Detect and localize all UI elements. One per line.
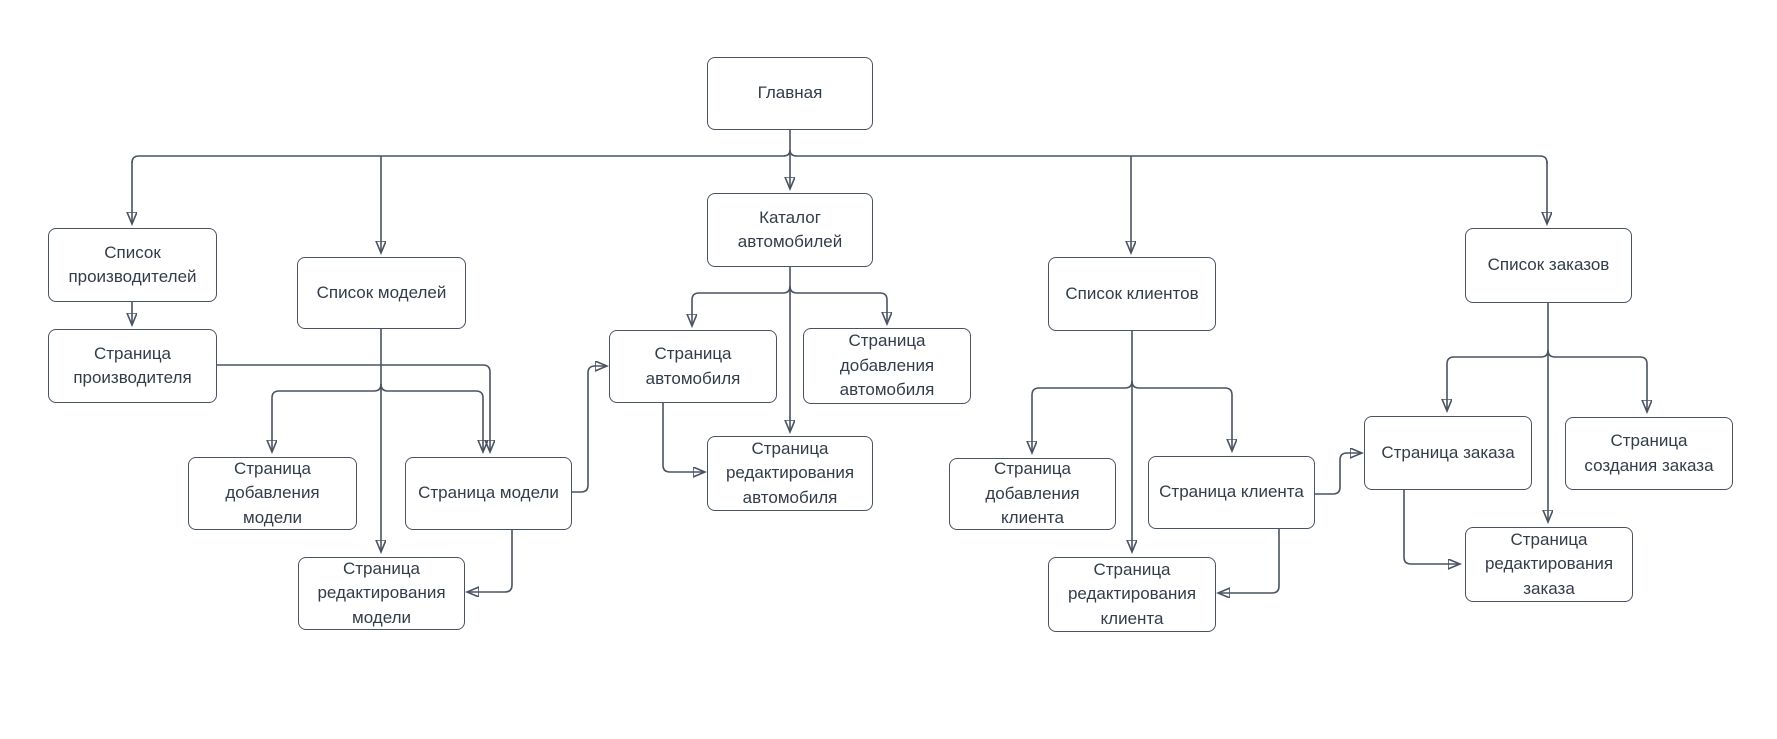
node-stranitsa-redaktirovaniya-klienta[interactable]: Страница редактирования клиента (1048, 557, 1216, 632)
node-stranitsa-zakaza[interactable]: Страница заказа (1364, 416, 1532, 490)
node-label: Главная (757, 83, 823, 103)
node-glavnaya[interactable]: Главная (707, 57, 873, 130)
edge-katalog-stranitsa-avtomobilya (692, 285, 791, 325)
node-label: Страница заказа (1381, 442, 1515, 462)
edge-bus-left (131, 149, 791, 164)
node-label: Список заказов (1487, 255, 1610, 275)
node-label: Страница редактирования автомобиля (725, 438, 855, 507)
node-stranitsa-dobavleniya-klienta[interactable]: Страница добавления клиента (949, 458, 1116, 530)
node-spisok-klientov[interactable]: Список клиентов (1048, 257, 1216, 331)
node-label: Страница редактирования заказа (1484, 529, 1614, 598)
node-label: Список моделей (316, 282, 447, 302)
edge-spisok-zakazov-stranitsa-sozdaniya-zakaza (1547, 349, 1647, 411)
node-stranitsa-dobavleniya-avtomobilya[interactable]: Страница добавления автомобиля (803, 328, 971, 404)
node-spisok-zakazov[interactable]: Список заказов (1465, 228, 1632, 303)
node-stranitsa-redaktirovaniya-avtomobilya[interactable]: Страница редактирования автомобиля (707, 436, 873, 511)
edge-stranitsa-avtomobilya-stranitsa-redaktirovaniya-avtomobilya (662, 403, 704, 472)
edge-katalog-stranitsa-dobavleniya-avtomobilya (789, 285, 887, 323)
node-spisok-modeley[interactable]: Список моделей (297, 257, 466, 329)
node-stranitsa-avtomobilya[interactable]: Страница автомобиля (609, 330, 777, 403)
edge-stranitsa-klienta-stranitsa-zakaza (1315, 453, 1361, 495)
edge-stranitsa-zakaza-stranitsa-redaktirovaniya-zakaza (1403, 490, 1459, 564)
edge-spisok-zakazov-stranitsa-zakaza (1447, 349, 1549, 410)
node-spisok-proizvoditeley[interactable]: Список производителей (48, 228, 217, 302)
edge-stranitsa-proizvoditelya-stranitsa-modeli (217, 364, 490, 451)
node-label: Страница клиента (1159, 482, 1304, 502)
edge-stranitsa-modeli-stranitsa-redaktirovaniya-modeli (468, 530, 513, 592)
node-label: Страница добавления модели (225, 458, 320, 527)
node-label: Страница автомобиля (645, 344, 741, 388)
edge-spisok-modeley-stranitsa-dobavleniya-modeli (272, 383, 382, 451)
node-stranitsa-klienta[interactable]: Страница клиента (1148, 456, 1315, 529)
node-label: Страница производителя (73, 343, 192, 388)
node-label: Страница редактирования модели (317, 558, 446, 627)
node-label: Список клиентов (1065, 283, 1199, 303)
edge-spisok-klientov-stranitsa-dobavleniya-klienta (1032, 380, 1133, 452)
node-katalog-avtomobiley[interactable]: Каталог автомобилей (707, 193, 873, 267)
node-label: Список производителей (68, 242, 197, 287)
node-label: Страница добавления клиента (985, 459, 1080, 528)
node-stranitsa-proizvoditelya[interactable]: Страница производителя (48, 329, 217, 403)
node-label: Страница добавления автомобиля (839, 331, 935, 400)
edge-spisok-modeley-stranitsa-modeli (380, 383, 483, 451)
edge-spisok-klientov-stranitsa-klienta (1131, 380, 1232, 450)
node-label: Страница создания заказа (1584, 431, 1714, 475)
node-stranitsa-redaktirovaniya-zakaza[interactable]: Страница редактирования заказа (1465, 527, 1633, 602)
edge-stranitsa-modeli-stranitsa-avtomobilya (572, 366, 606, 493)
node-label: Страница модели (418, 483, 559, 503)
node-stranitsa-redaktirovaniya-modeli[interactable]: Страница редактирования модели (298, 557, 465, 630)
node-stranitsa-dobavleniya-modeli[interactable]: Страница добавления модели (188, 457, 357, 530)
node-stranitsa-modeli[interactable]: Страница модели (405, 457, 572, 530)
node-stranitsa-sozdaniya-zakaza[interactable]: Страница создания заказа (1565, 417, 1733, 490)
edge-stranitsa-klienta-stranitsa-redaktirovaniya-klienta (1219, 529, 1280, 593)
edge-bus-right (789, 149, 1548, 164)
node-label: Страница редактирования клиента (1067, 559, 1197, 628)
node-label: Каталог автомобилей (737, 207, 843, 252)
